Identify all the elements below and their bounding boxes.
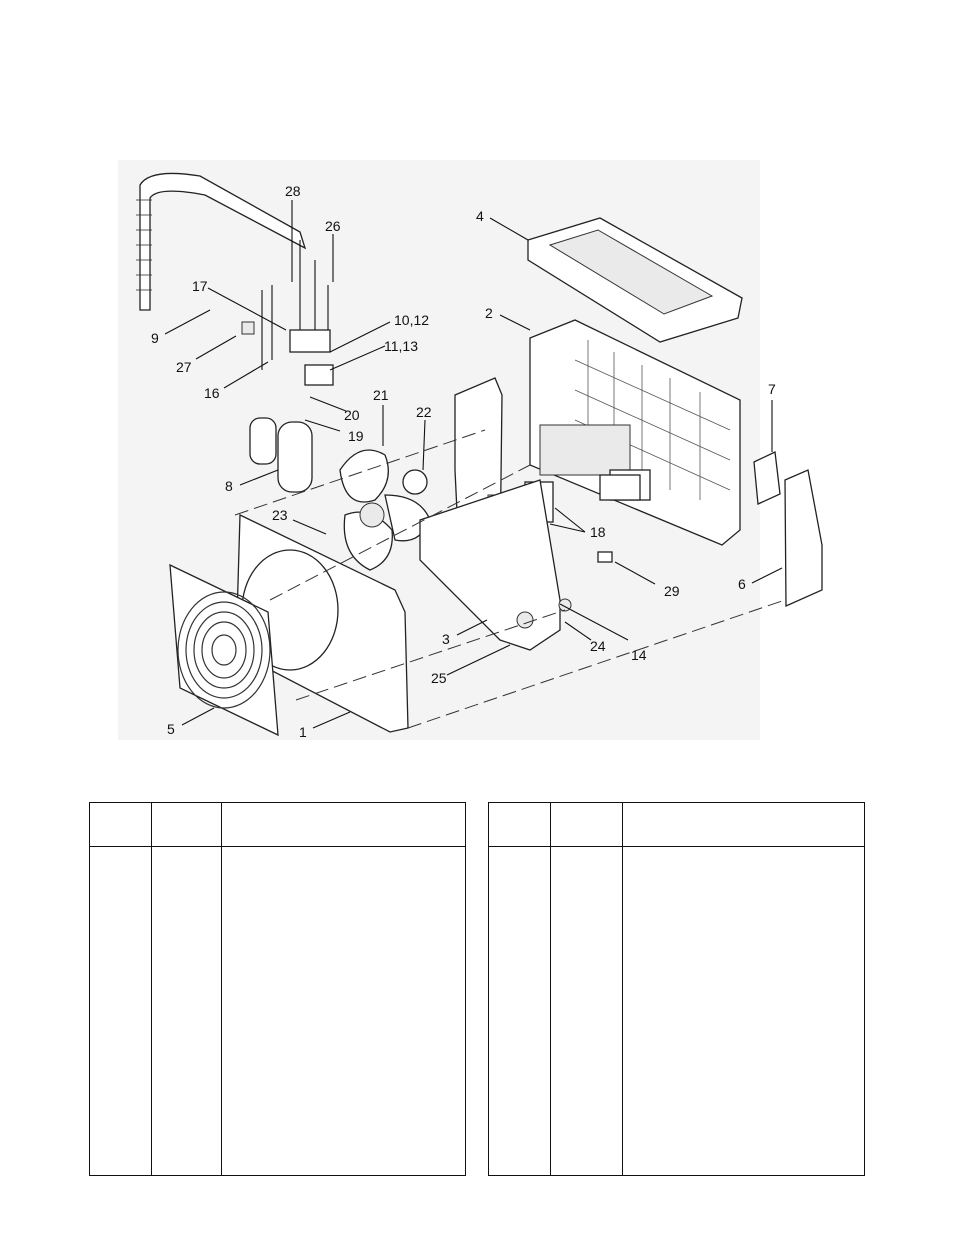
fan-blade [339,449,431,571]
callout-20: 20 [344,407,360,423]
callout-1: 1 [299,724,307,740]
callout-16: 16 [204,385,220,401]
callout-29: 29 [664,583,680,599]
table-header [90,803,465,847]
callout-9: 9 [151,330,159,346]
callout-27: 27 [176,359,192,375]
callout-8: 8 [225,478,233,494]
parts-table-left [89,802,466,1176]
base-pan [419,479,572,651]
callout-2: 2 [485,305,493,321]
fan-guard-grille [169,563,279,737]
compressor [249,417,313,493]
callout-17: 17 [192,278,208,294]
callout-3: 3 [442,631,450,647]
table-column-divider [221,803,222,1175]
fan-hub [402,469,428,495]
table-column-divider [550,803,551,1175]
callout-24: 24 [590,638,606,654]
callout-10-12: 10,12 [394,312,429,328]
callout-21: 21 [373,387,389,403]
callout-14: 14 [631,647,647,663]
callout-7: 7 [768,381,776,397]
callout-6: 6 [738,576,746,592]
side-panel [784,469,823,607]
table-column-divider [622,803,623,1175]
sensor-clip [597,551,613,563]
parts-table-right [488,802,865,1176]
callout-28: 28 [285,183,301,199]
leader-lines [164,200,783,729]
table-header [489,803,864,847]
callout-23: 23 [272,507,288,523]
valve-tubing-assembly [241,240,334,386]
terminal-block [599,474,641,501]
callout-5: 5 [167,721,175,737]
service-cover [753,451,781,505]
exploded-parts-diagram: 1 2 3 4 5 6 7 8 9 10,12 11,13 14 16 17 1… [118,160,823,740]
condenser-coil [136,172,307,311]
assembly-guide-lines [234,429,786,729]
callout-18: 18 [590,524,606,540]
callout-26: 26 [325,218,341,234]
table-column-divider [151,803,152,1175]
callout-22: 22 [416,404,432,420]
callout-25: 25 [431,670,447,686]
top-cover-panel [527,217,743,343]
callout-11-13: 11,13 [384,338,418,354]
callout-19: 19 [348,428,364,444]
callout-4: 4 [476,208,484,224]
